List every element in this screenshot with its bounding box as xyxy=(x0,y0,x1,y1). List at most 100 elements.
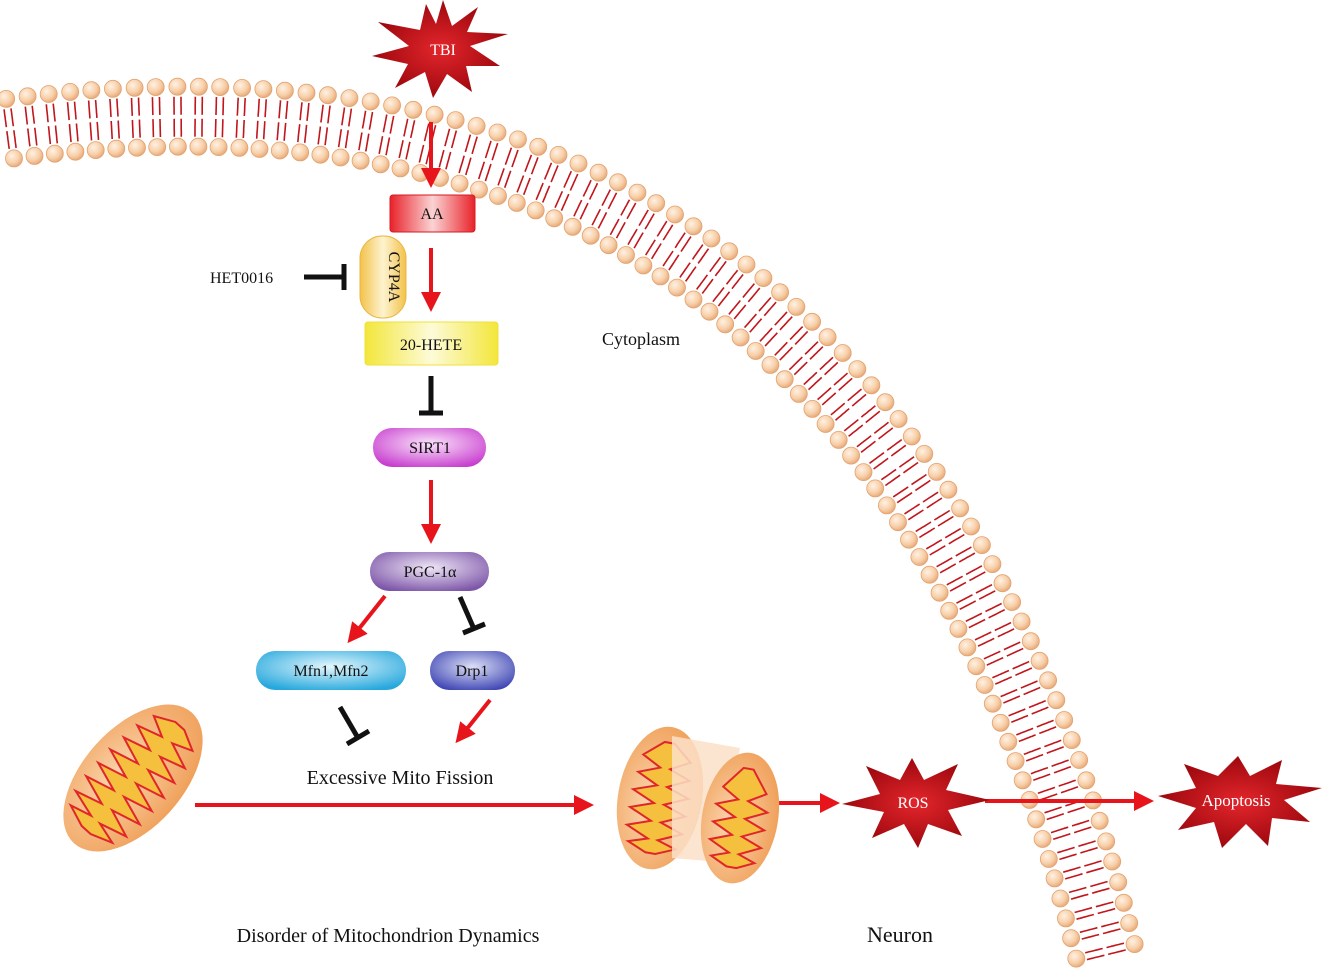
lipid-tail xyxy=(691,244,704,260)
lipid-head xyxy=(254,80,273,98)
ros-node: ROS xyxy=(842,758,990,848)
lipid-head xyxy=(311,145,330,164)
lipid-head xyxy=(628,183,647,202)
lipid-head xyxy=(391,159,410,178)
lipid-head xyxy=(761,355,780,374)
lipid-head xyxy=(589,163,608,182)
lipid-tail xyxy=(378,136,384,155)
lipid-tail xyxy=(236,97,239,116)
lipid-tail xyxy=(1028,699,1047,709)
lipid-head xyxy=(1125,935,1144,953)
lipid-head xyxy=(866,479,885,498)
lipid-tail xyxy=(1067,806,1085,814)
lipid-head xyxy=(1030,651,1049,670)
lipid-tail xyxy=(1108,949,1126,956)
lipid-tail xyxy=(361,110,367,129)
lipid-tail xyxy=(696,274,709,290)
lipid-head xyxy=(1109,873,1128,892)
lipid-tail xyxy=(405,141,411,160)
lipid-tail xyxy=(904,503,921,515)
lipid-tail xyxy=(860,440,876,453)
drp1-node: Drp1 xyxy=(430,651,515,690)
lipid-head xyxy=(940,601,959,620)
ros-label: ROS xyxy=(897,795,928,812)
lipid-tail xyxy=(890,444,907,457)
lipid-tail xyxy=(550,165,559,183)
mitochondrion-healthy xyxy=(63,704,203,852)
lipid-head xyxy=(958,638,977,657)
lipid-tail xyxy=(591,208,602,226)
lipid-tail xyxy=(902,461,919,474)
lipid-tail xyxy=(137,97,140,116)
lipid-tail xyxy=(1046,813,1065,821)
lipid-tail xyxy=(860,405,876,418)
lipid-head xyxy=(545,209,564,228)
lipid-head xyxy=(609,173,627,192)
lipid-tail xyxy=(27,128,31,147)
lipid-head xyxy=(1003,593,1021,611)
lipid-tail xyxy=(297,124,301,143)
pgc1a-label: PGC-1α xyxy=(404,564,457,581)
lipid-tail xyxy=(1090,880,1108,888)
drp1-label: Drp1 xyxy=(456,663,489,680)
lipid-tail xyxy=(873,457,889,470)
sirt1-label: SIRT1 xyxy=(409,440,451,457)
lipid-head xyxy=(1097,832,1116,851)
lipid-tail xyxy=(445,151,452,170)
lipid-tail xyxy=(368,111,374,130)
lipid-tail xyxy=(1044,739,1062,748)
lipid-tail xyxy=(848,424,864,437)
lipid-tail xyxy=(535,182,544,201)
lipid-tail xyxy=(1037,786,1056,795)
lipid-tail xyxy=(869,452,885,464)
lipid-head xyxy=(991,713,1010,732)
lipid-tail xyxy=(344,130,349,149)
inhibit-mfn-fission xyxy=(337,705,371,747)
lipid-tail xyxy=(834,407,850,421)
lipid-tail xyxy=(774,311,788,326)
lipid-head xyxy=(61,83,80,101)
lipid-tail xyxy=(620,199,631,216)
lipid-tail xyxy=(503,170,512,188)
lipid-tail xyxy=(130,97,133,116)
lipid-head xyxy=(939,480,958,499)
lipid-tail xyxy=(1008,708,1026,717)
lipid-head xyxy=(331,148,350,167)
lipid-tail xyxy=(1025,753,1044,762)
lipid-head xyxy=(270,141,289,160)
lipid-head xyxy=(86,141,105,160)
lipid-tail xyxy=(109,98,112,118)
lipid-tail xyxy=(1003,695,1021,704)
inhibit-pgc1a-drp1 xyxy=(457,595,486,636)
lipid-tail xyxy=(986,656,1004,666)
lipid-tail xyxy=(491,142,499,161)
lipid-tail xyxy=(1086,954,1105,961)
lipid-tail xyxy=(886,438,903,451)
lipid-head xyxy=(431,169,449,187)
lipid-head xyxy=(82,81,101,100)
lipid-tail xyxy=(803,371,818,386)
lipid-tail xyxy=(418,144,425,163)
lipid-head xyxy=(489,187,507,205)
lipid-tail xyxy=(933,509,951,521)
lipid-tail xyxy=(235,119,238,138)
lipid-tail xyxy=(733,304,747,320)
lipid-head xyxy=(731,328,750,347)
lipid-tail xyxy=(579,202,589,220)
lipid-tail xyxy=(697,248,710,264)
lipid-tail xyxy=(759,327,773,342)
lipid-tail xyxy=(31,105,36,124)
tbi-trigger: TBI xyxy=(372,0,508,98)
lipid-tail xyxy=(615,221,626,239)
lipid-tail xyxy=(898,456,915,468)
lipid-head xyxy=(666,205,684,224)
lipid-head xyxy=(775,370,794,389)
lipid-tail xyxy=(66,102,70,121)
lipid-tail xyxy=(779,316,793,331)
lipid-tail xyxy=(873,421,889,434)
lipid-head xyxy=(967,657,986,676)
lipid-tail xyxy=(1095,901,1114,908)
lipid-tail xyxy=(1071,819,1090,827)
lipid-tail xyxy=(712,287,725,303)
lipid-tail xyxy=(946,575,963,586)
